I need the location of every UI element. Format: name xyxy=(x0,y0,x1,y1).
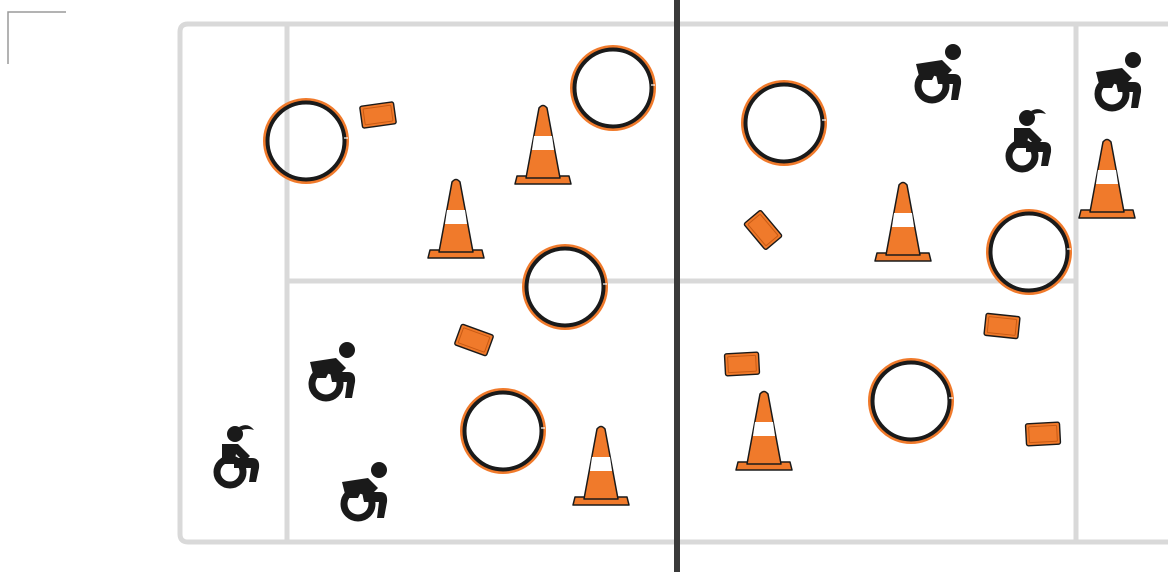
cone-2 xyxy=(428,180,484,259)
floor-marker-6 xyxy=(1025,422,1060,446)
cone-5 xyxy=(736,392,792,471)
hoop-5 xyxy=(743,82,826,164)
floor-marker-2 xyxy=(454,324,493,356)
floor-marker-5 xyxy=(984,313,1020,338)
player-6 xyxy=(342,462,387,518)
cone-6 xyxy=(1079,140,1135,219)
cone-1 xyxy=(515,106,571,185)
player-5 xyxy=(217,425,259,485)
hoop-2 xyxy=(572,47,655,129)
hoop-3 xyxy=(524,246,607,328)
corner-mark xyxy=(8,12,66,64)
court xyxy=(180,0,1168,572)
player-3 xyxy=(1009,109,1051,169)
floor-marker-1 xyxy=(360,102,397,129)
floor-markers xyxy=(360,102,1061,446)
floor-marker-4 xyxy=(724,352,759,376)
player-1 xyxy=(916,44,961,100)
player-2 xyxy=(1096,52,1141,108)
hoop-1 xyxy=(265,100,348,182)
floor-marker-3 xyxy=(744,210,783,250)
cone-3 xyxy=(573,427,629,506)
cone-4 xyxy=(875,183,931,262)
hoop-4 xyxy=(462,390,545,472)
player-4 xyxy=(310,342,355,398)
hoop-7 xyxy=(870,360,953,442)
